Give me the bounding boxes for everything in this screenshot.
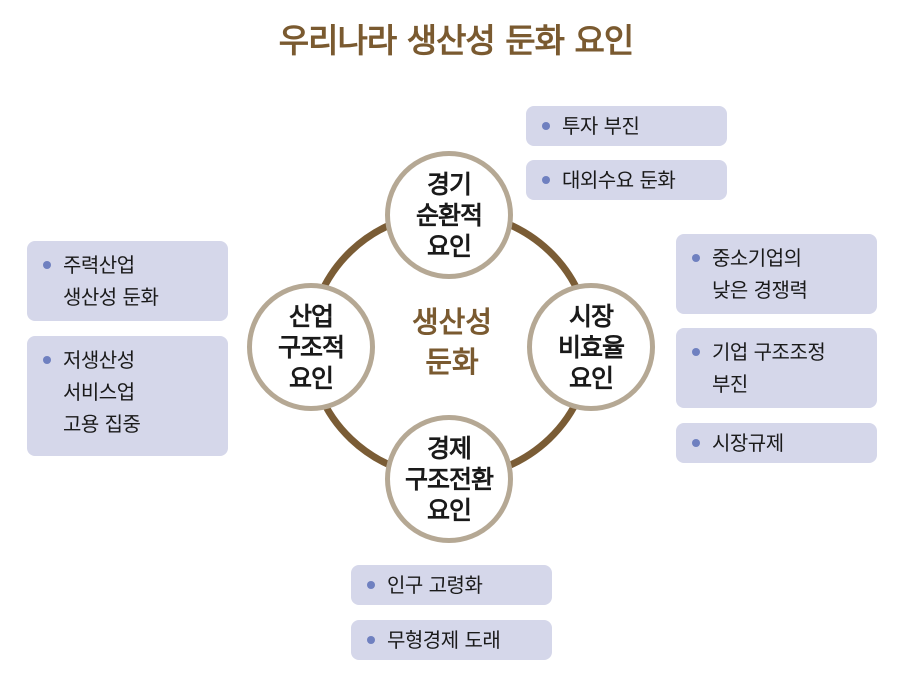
bullet-icon <box>692 439 700 447</box>
bullet-icon <box>43 261 51 269</box>
bullet-icon <box>367 581 375 589</box>
factor-text: 인구 고령화 <box>387 573 483 597</box>
factor-text: 무형경제 도래 <box>387 628 501 652</box>
diagram-title: 우리나라 생산성 둔화 요인 <box>278 21 634 60</box>
factor-box: 중소기업의 낮은 경쟁력 <box>676 234 877 314</box>
factor-box: 시장규제 <box>676 423 877 463</box>
bullet-icon <box>542 122 550 130</box>
factor-text: 기업 구조조정 부진 <box>712 340 826 396</box>
bullet-icon <box>692 348 700 356</box>
factor-text: 저생산성 서비스업 고용 집중 <box>63 348 141 436</box>
factor-box: 기업 구조조정 부진 <box>676 328 877 408</box>
factor-box: 인구 고령화 <box>351 565 552 605</box>
factor-box: 무형경제 도래 <box>351 620 552 660</box>
factor-box: 주력산업 생산성 둔화 <box>27 241 228 321</box>
factor-box: 대외수요 둔화 <box>526 160 727 200</box>
bullet-icon <box>692 254 700 262</box>
bullet-icon <box>542 176 550 184</box>
factor-box: 저생산성 서비스업 고용 집중 <box>27 336 228 456</box>
bullet-icon <box>43 356 51 364</box>
bullet-icon <box>367 636 375 644</box>
circle-economic-transition-factor: 경제 구조전환 요인 <box>385 415 513 543</box>
circle-cyclical-factor: 경기 순환적 요인 <box>385 151 513 279</box>
factor-text: 중소기업의 낮은 경쟁력 <box>712 246 808 302</box>
circle-industrial-structure-factor: 산업 구조적 요인 <box>247 283 375 411</box>
factor-text: 대외수요 둔화 <box>562 168 676 192</box>
factor-box: 투자 부진 <box>526 106 727 146</box>
center-label: 생산성 둔화 <box>411 305 493 379</box>
factor-text: 투자 부진 <box>562 114 640 138</box>
circle-market-inefficiency-factor: 시장 비효율 요인 <box>527 283 655 411</box>
factor-text: 주력산업 생산성 둔화 <box>63 253 159 309</box>
factor-text: 시장규제 <box>712 431 784 455</box>
